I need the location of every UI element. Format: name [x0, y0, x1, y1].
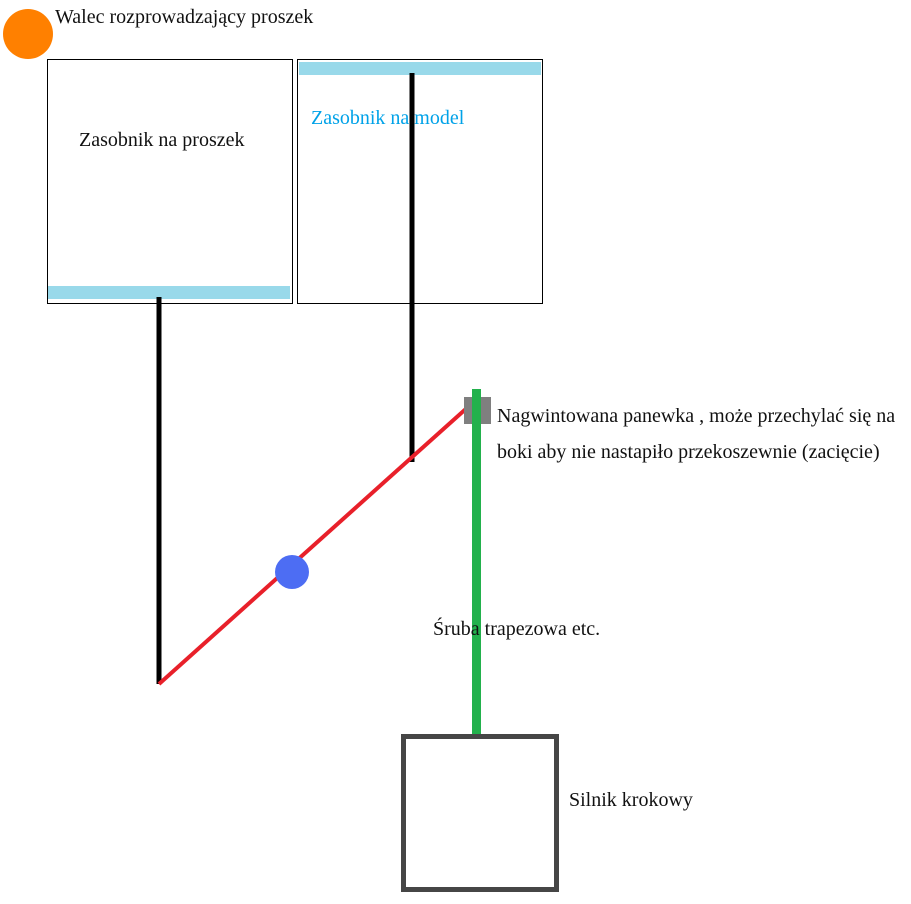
lever-arm — [157, 405, 470, 686]
pivot-point — [275, 555, 309, 589]
nut-label-line1: Nagwintowana panewka , może przechylać s… — [497, 405, 896, 427]
motor-label: Silnik krokowy — [569, 789, 693, 811]
lead-screw-over-nut — [472, 389, 481, 429]
powder-hopper-label: Zasobnik na proszek — [79, 129, 245, 151]
model-platform — [299, 62, 541, 75]
screw-label: Śruba trapezowa etc. — [433, 618, 601, 640]
model-hopper-box — [297, 59, 543, 304]
stepper-motor — [401, 734, 559, 892]
powder-platform — [48, 286, 290, 299]
nut-label-line2: boki aby nie nastapiło przekoszewnie (za… — [497, 441, 880, 463]
roller-icon — [3, 9, 53, 59]
roller-label: Walec rozprowadzający proszek — [55, 6, 314, 28]
powder-hopper-box — [47, 59, 293, 304]
model-hopper-label: Zasobnik na model — [311, 107, 465, 129]
lead-screw — [472, 389, 481, 736]
